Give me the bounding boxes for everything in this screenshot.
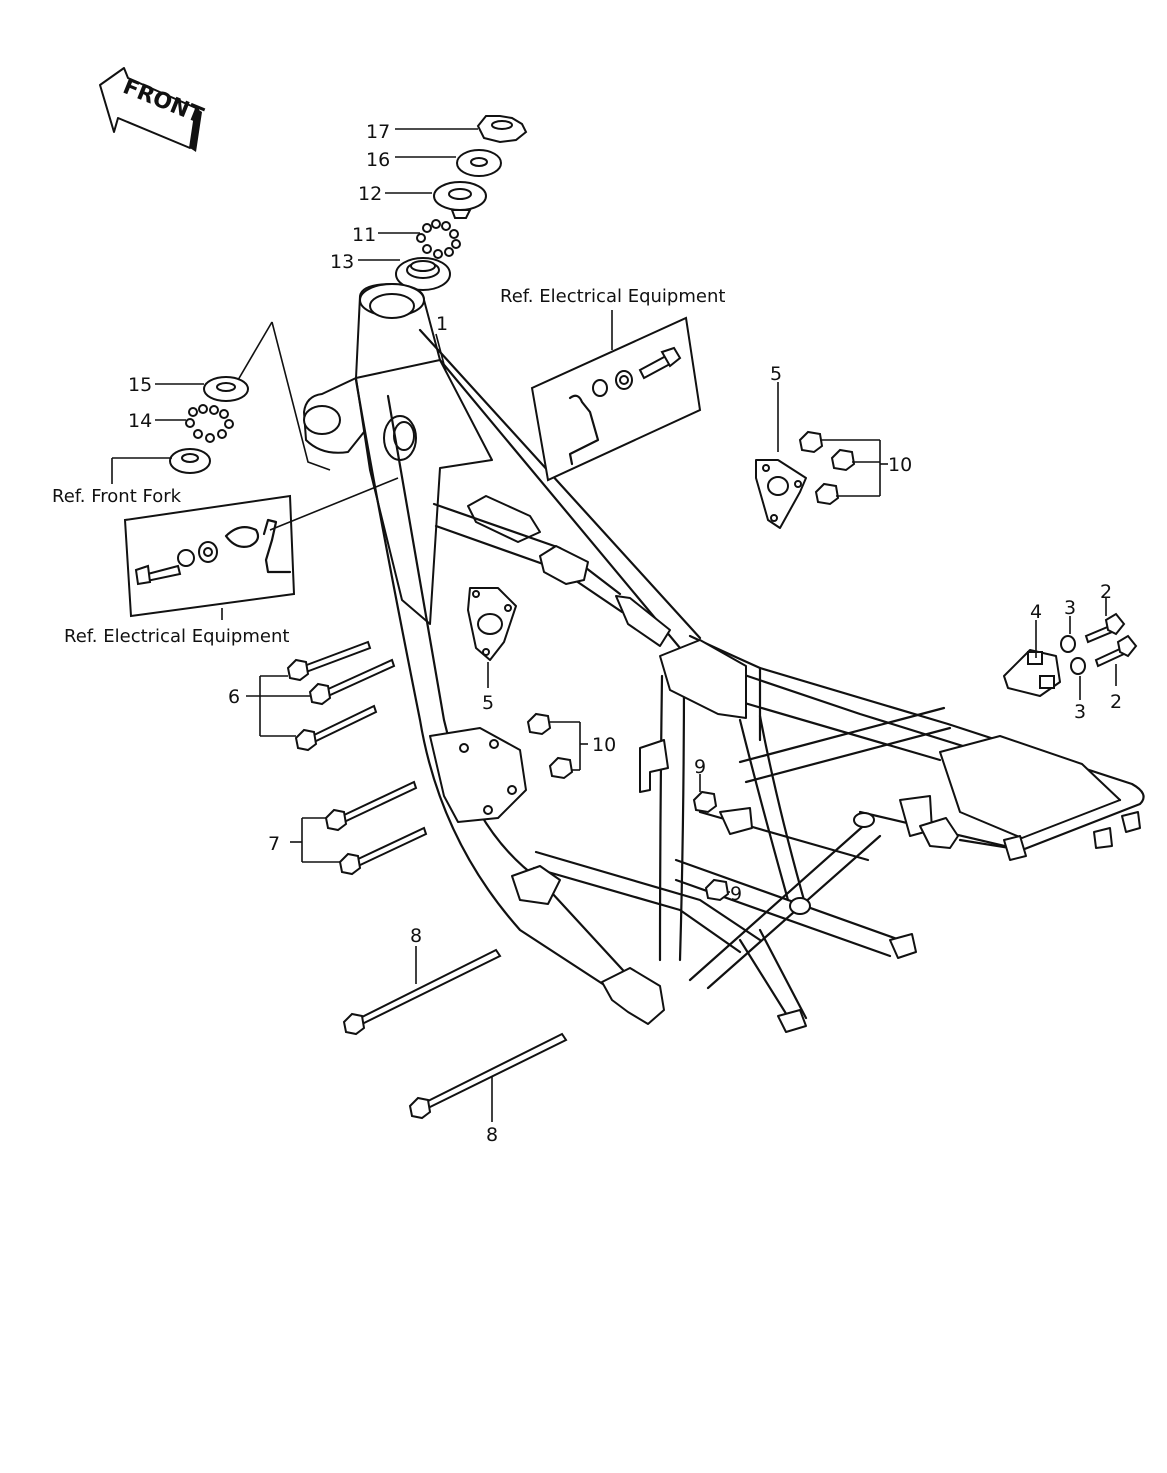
callout-2-lower: 2	[1110, 691, 1122, 713]
steering-stem-nut	[476, 115, 528, 144]
callout-12: 12	[358, 183, 382, 205]
upper-bearing-race	[395, 257, 451, 291]
callout-16: 16	[366, 149, 390, 171]
upper-steel-balls	[416, 219, 461, 259]
callout-13: 13	[330, 251, 354, 273]
nuts-part-10-center	[526, 712, 574, 780]
callout-15: 15	[128, 374, 152, 396]
callout-9-upper: 9	[694, 756, 706, 778]
bracket-part-4	[1003, 649, 1061, 697]
bolts-part-8	[342, 948, 568, 1120]
callout-11: 11	[352, 224, 376, 246]
callout-17: 17	[366, 121, 390, 143]
lower-bearing-race	[203, 376, 249, 402]
callout-8-lower: 8	[486, 1124, 498, 1146]
upper-bearing-cone	[433, 181, 487, 219]
front-arrow-badge: FRONT	[99, 67, 207, 152]
callout-10-right: 10	[888, 454, 912, 476]
nut-part-9-upper	[692, 790, 718, 814]
callout-9-lower: 9	[730, 883, 742, 905]
lower-stack-pointer-2	[237, 321, 273, 381]
lower-bearing-cone	[169, 448, 211, 474]
callout-8-upper: 8	[410, 925, 422, 947]
ref-electrical-left-pointer	[269, 477, 399, 531]
bolts-part-6	[286, 640, 396, 752]
callout-5-right: 5	[770, 363, 782, 385]
washer-part-3-upper	[1060, 635, 1076, 653]
bolts-part-7	[324, 780, 428, 876]
callout-14: 14	[128, 410, 152, 432]
ref-front-fork-label: Ref. Front Fork	[52, 486, 182, 507]
callout-4: 4	[1030, 601, 1042, 623]
bolt-part-2-upper	[1084, 612, 1126, 644]
callout-2-upper: 2	[1100, 581, 1112, 603]
leader-lines	[155, 128, 1117, 1122]
plate-part-5-center	[467, 587, 517, 661]
callout-6: 6	[228, 686, 240, 708]
callout-5-center: 5	[482, 692, 494, 714]
ref-electrical-top-group: Ref. Electrical Equipment	[500, 286, 725, 482]
callout-10-center: 10	[592, 734, 616, 756]
callout-3-upper: 3	[1064, 597, 1076, 619]
bolt-part-2-lower	[1094, 634, 1138, 668]
frame-assembly	[303, 283, 1145, 1033]
ref-electrical-left-label: Ref. Electrical Equipment	[64, 626, 289, 647]
plate-part-5-right	[755, 459, 807, 529]
callout-7: 7	[268, 833, 280, 855]
nut-part-9-lower	[704, 878, 730, 902]
lower-stack-pointer	[271, 321, 331, 471]
lower-steel-balls	[185, 404, 234, 443]
steering-stem-washer	[456, 149, 502, 177]
callout-3-lower: 3	[1074, 701, 1086, 723]
ref-electrical-top-label: Ref. Electrical Equipment	[500, 286, 725, 307]
nuts-part-10-right	[798, 430, 856, 506]
washer-part-3-lower	[1070, 657, 1086, 675]
ref-electrical-left-group: Ref. Electrical Equipment	[64, 477, 399, 647]
callout-1: 1	[436, 313, 448, 335]
